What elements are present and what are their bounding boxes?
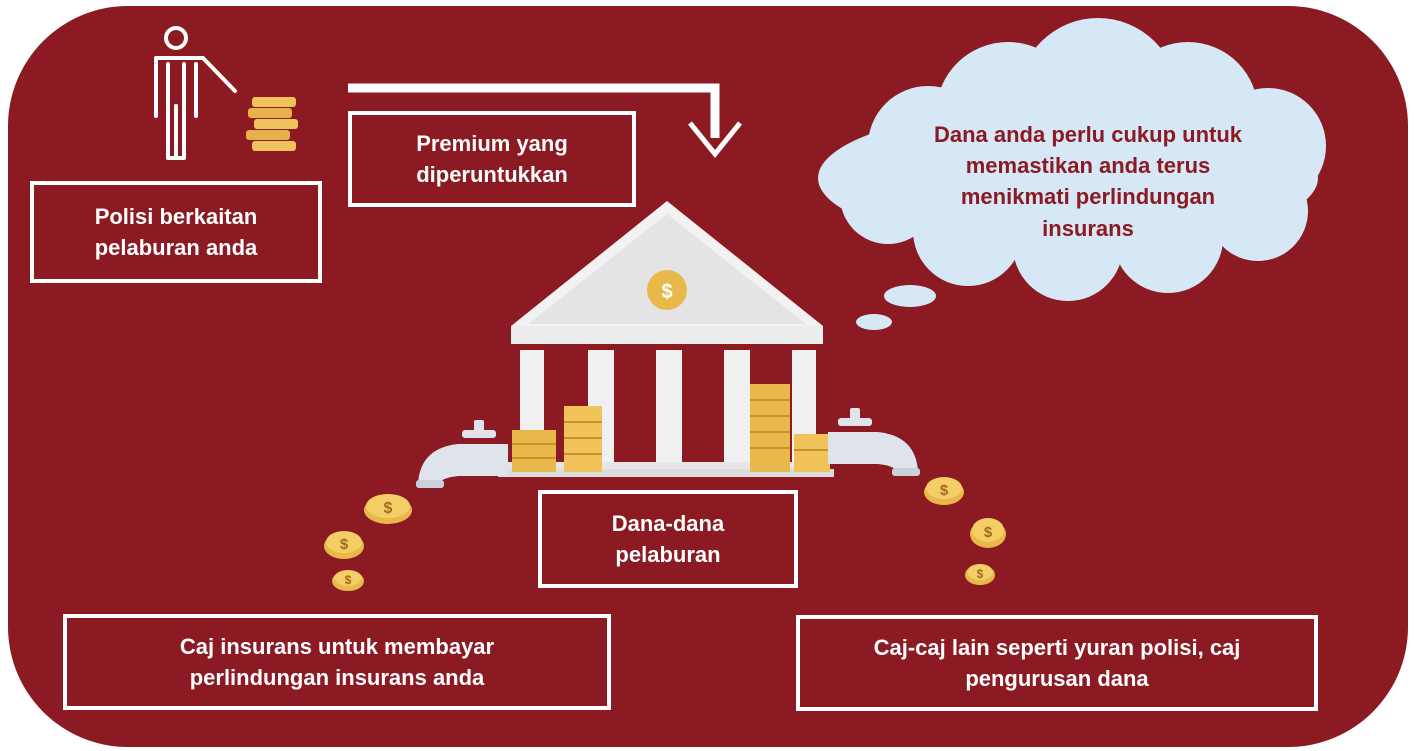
person-icon: [154, 26, 237, 160]
other-charges-line1: Caj-caj lain seperti yuran polisi, caj: [873, 634, 1241, 660]
coin-stack-icon: [246, 97, 298, 151]
other-charges-line2: pengurusan dana: [965, 666, 1149, 691]
policy-box: Polisi berkaitan pelaburan anda: [30, 181, 322, 283]
other-charges-box: Caj-caj lain seperti yuran polisi, caj p…: [796, 615, 1318, 711]
diagram-panel: $: [8, 6, 1408, 747]
svg-text:$: $: [977, 567, 984, 581]
funds-line1: Dana-dana: [611, 510, 725, 536]
svg-text:$: $: [661, 281, 672, 303]
svg-text:$: $: [984, 524, 993, 541]
insurance-charge-line2: perlindungan insurans anda: [189, 665, 485, 690]
bank-building-icon: $: [498, 201, 834, 477]
cloud-text: Dana anda perlu cukup untuk memastikan a…: [863, 119, 1313, 244]
dollar-coin-icon: $ $ $ $ $ $: [324, 477, 1006, 591]
policy-line1: Polisi berkaitan: [94, 203, 258, 229]
svg-text:$: $: [345, 573, 352, 587]
premium-line1: Premium yang: [416, 130, 568, 156]
thought-cloud-icon: [818, 18, 1326, 330]
tap-left-icon: [416, 420, 508, 488]
cloud-line2: memastikan anda terus: [965, 153, 1211, 179]
insurance-charge-box: Caj insurans untuk membayar perlindungan…: [63, 614, 611, 710]
policy-line2: pelaburan anda: [94, 235, 258, 260]
svg-text:$: $: [940, 482, 949, 499]
premium-box: Premium yang diperuntukkan: [348, 111, 636, 207]
svg-text:$: $: [340, 536, 349, 553]
cloud-line4: insurans: [1042, 215, 1134, 241]
arrow-down-icon: [348, 83, 742, 158]
funds-line2: pelaburan: [615, 542, 721, 567]
insurance-charge-line1: Caj insurans untuk membayar: [179, 633, 495, 659]
premium-line2: diperuntukkan: [416, 162, 568, 187]
funds-box: Dana-dana pelaburan: [538, 490, 798, 588]
cloud-line3: menikmati perlindungan: [960, 184, 1216, 210]
tap-right-icon: [828, 408, 920, 476]
cloud-line1: Dana anda perlu cukup untuk: [933, 122, 1243, 147]
illustration: $: [154, 18, 1326, 591]
svg-text:$: $: [384, 500, 393, 517]
